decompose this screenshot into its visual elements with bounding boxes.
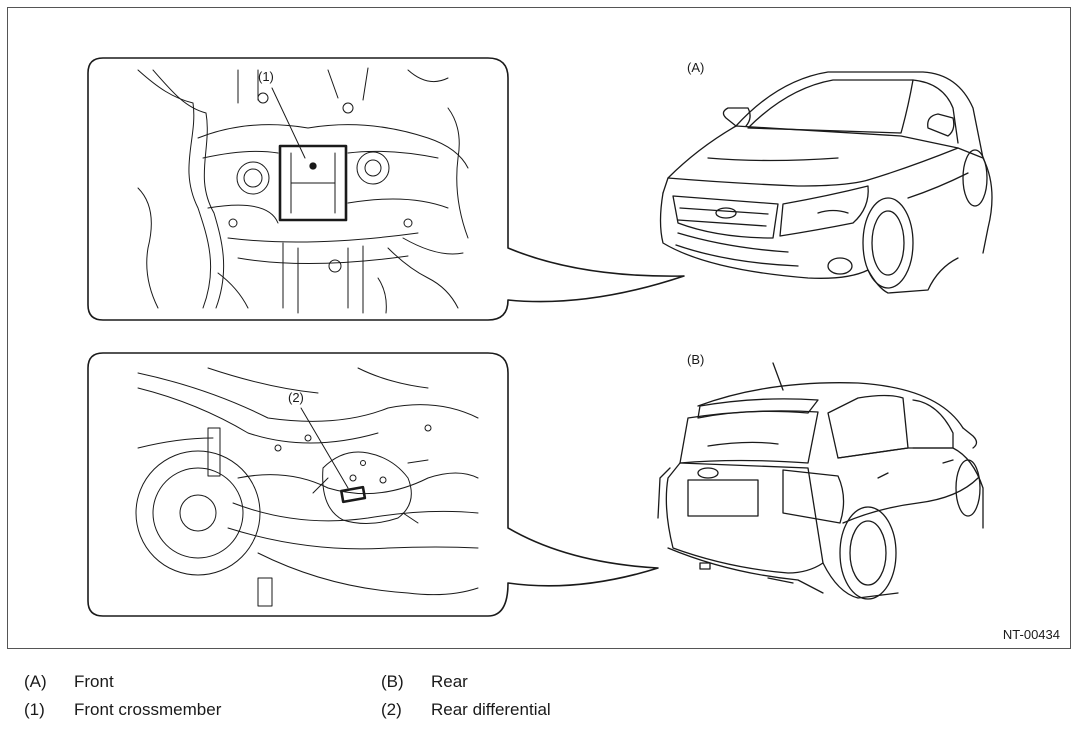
legend-text: Rear differential — [431, 700, 551, 719]
label-a: (A) — [687, 60, 704, 75]
rear-vehicle-illustration: (B) — [657, 352, 984, 600]
legend-item: (A) Front — [24, 668, 221, 696]
label-b: (B) — [687, 352, 704, 367]
legend-key: (A) — [24, 672, 47, 691]
legend-item: (1) Front crossmember — [24, 696, 221, 724]
legend-item: (B) Rear — [381, 668, 551, 696]
legend-text: Front — [74, 672, 114, 691]
illustration: (1) (2) — [87, 57, 993, 617]
legend-left-column: (A) Front (1) Front crossmember — [24, 668, 221, 724]
front-detail-callout: (1) — [87, 57, 685, 321]
legend-text: Rear — [431, 672, 468, 691]
legend-key: (1) — [24, 700, 45, 719]
callout-1: (1) — [258, 69, 274, 84]
front-vehicle-illustration: (A) — [659, 60, 993, 294]
legend-key: (2) — [381, 700, 402, 719]
legend-text: Front crossmember — [74, 700, 222, 719]
rear-detail-callout: (2) — [87, 352, 659, 617]
legend-key: (B) — [381, 672, 404, 691]
legend-item: (2) Rear differential — [381, 696, 551, 724]
figure-id: NT-00434 — [1002, 627, 1060, 642]
figure-frame: (1) (2) — [7, 7, 1071, 649]
callout-2: (2) — [288, 390, 304, 405]
legend-right-column: (B) Rear (2) Rear differential — [381, 668, 551, 724]
